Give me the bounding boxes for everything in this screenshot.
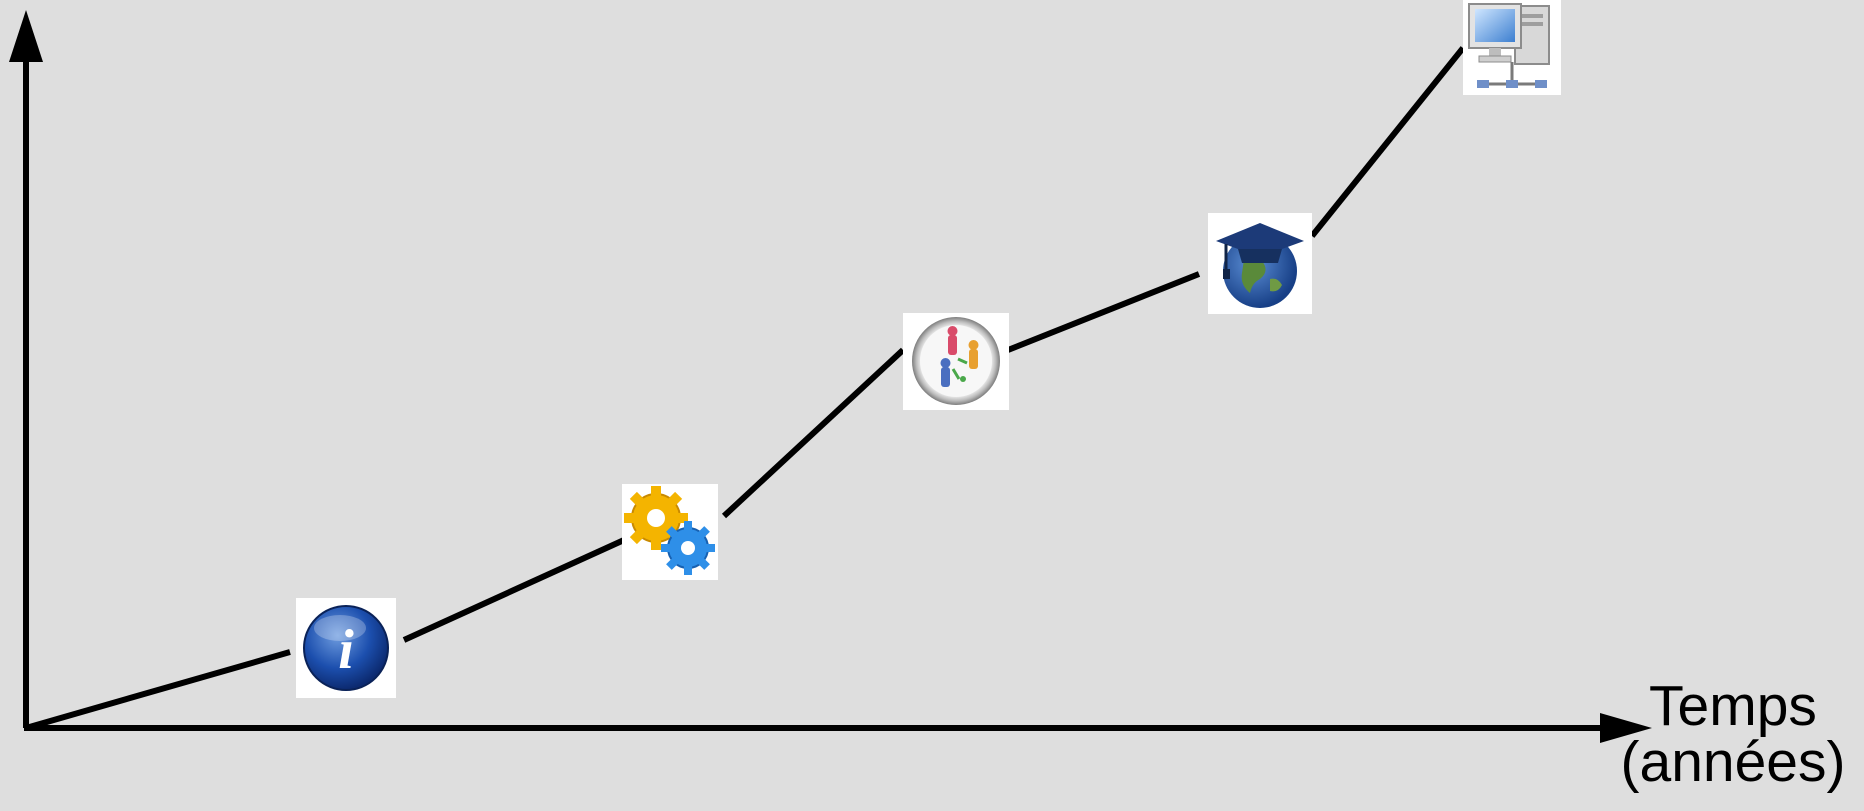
y-axis	[9, 10, 43, 728]
curve-segment	[721, 347, 906, 519]
curve-segment	[25, 649, 291, 731]
x-axis-arrowhead	[1600, 713, 1652, 743]
progression-curve	[25, 46, 1466, 731]
y-axis-arrowhead	[9, 10, 43, 62]
network-people-icon	[903, 313, 1009, 410]
curve-segment	[402, 537, 626, 643]
curve-segment	[1309, 46, 1466, 238]
x-axis-label: Temps (années)	[1602, 674, 1864, 794]
x-axis-label-line1: Temps	[1649, 674, 1817, 738]
networked-computer-icon	[1463, 0, 1561, 95]
info-icon: i	[296, 598, 396, 698]
curve-segment	[1006, 271, 1201, 353]
x-axis-label-line2: (années)	[1620, 730, 1846, 794]
svg-text:i: i	[338, 619, 354, 681]
x-axis	[24, 713, 1652, 743]
gears-icon	[622, 484, 718, 580]
graduation-globe-icon	[1208, 213, 1312, 314]
